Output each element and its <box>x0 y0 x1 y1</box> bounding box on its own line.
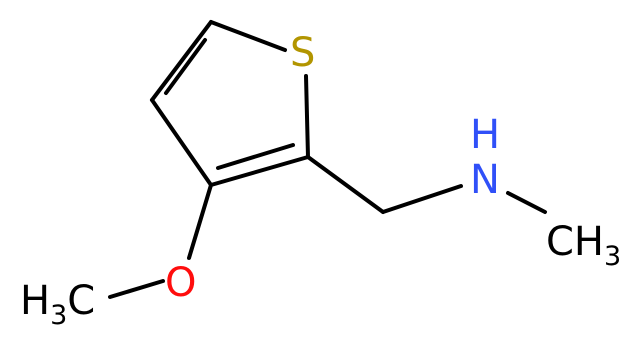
bond-c4-c3 <box>150 98 213 187</box>
bond-s-c5 <box>209 20 287 52</box>
bond-o-ch3 <box>108 279 165 299</box>
atom-nitrogen: N <box>470 157 500 203</box>
bond-c2-s <box>304 74 310 159</box>
atom-hydrogen-on-nitrogen: H <box>470 112 500 158</box>
bond-c5-c4-inner <box>164 38 207 95</box>
methyl-on-oxygen-c: C <box>67 278 95 324</box>
bond-ch2-n <box>381 184 463 214</box>
methyl-on-oxygen-subscript: 3 <box>50 300 67 331</box>
bond-c3-o <box>187 183 213 260</box>
methyl-on-nitrogen-label: CH3 <box>546 219 621 272</box>
atom-sulfur: S <box>290 30 315 76</box>
atom-oxygen: O <box>165 260 196 306</box>
methyl-on-oxygen-label: H3C <box>20 278 95 331</box>
methyl-on-nitrogen-subscript: 3 <box>604 241 621 272</box>
bond-n-ch3 <box>506 191 547 214</box>
methyl-on-nitrogen-main: CH <box>546 219 604 265</box>
bond-c3-c2 <box>209 155 310 187</box>
bond-c3-c2-inner <box>216 143 295 170</box>
methyl-on-oxygen-h: H <box>20 278 50 324</box>
bond-c2-ch2 <box>306 155 385 214</box>
bond-c5-c4 <box>150 20 213 102</box>
